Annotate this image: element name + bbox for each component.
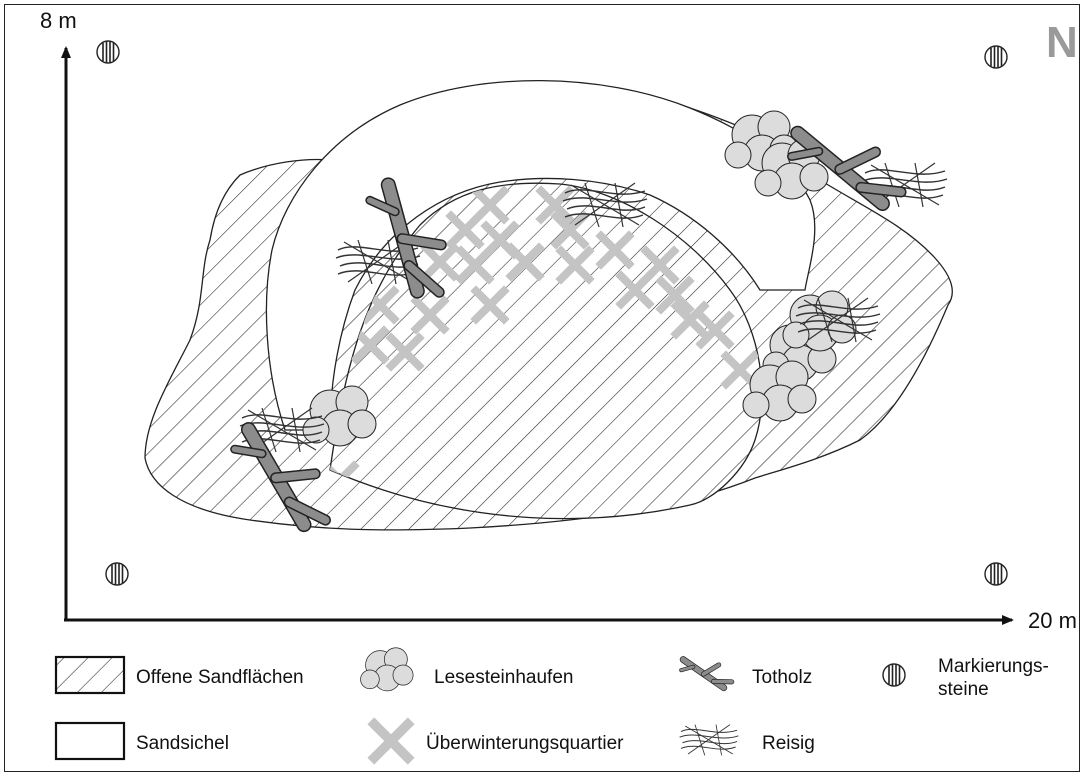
brushwood-icon (679, 724, 739, 756)
y-axis-label: 8 m (40, 8, 77, 33)
legend-stone-piles-label: Lesesteinhaufen (434, 667, 574, 688)
x-axis-label: 20 m (1028, 608, 1077, 633)
diagram-frame (4, 4, 1080, 772)
marker-stone-top-right (984, 45, 1008, 69)
marker-stone-icon (882, 663, 906, 687)
deadwood-icon (680, 659, 735, 689)
empty-area-icon (54, 721, 126, 761)
legend-open-sand-label: Offene Sandflächen (136, 667, 304, 688)
marker-stone-top-left (96, 40, 120, 64)
north-label: N (1046, 18, 1078, 67)
legend-sand-crescent-label: Sandsichel (136, 733, 229, 754)
marker-stone-bottom-right (984, 562, 1008, 586)
legend-deadwood-label: Totholz (752, 667, 813, 688)
hatched-area-icon (54, 655, 126, 695)
legend-markers-label: Markierungs- steine (938, 656, 1049, 700)
marker-stone-bottom-left (105, 562, 129, 586)
grey-cross-icon (374, 724, 408, 758)
legend-brushwood-label: Reisig (762, 733, 815, 754)
stone-pile-icon (360, 647, 414, 692)
sand-crescent-area (265, 79, 816, 431)
legend-hibernation-label: Überwinterungsquartier (426, 733, 624, 754)
